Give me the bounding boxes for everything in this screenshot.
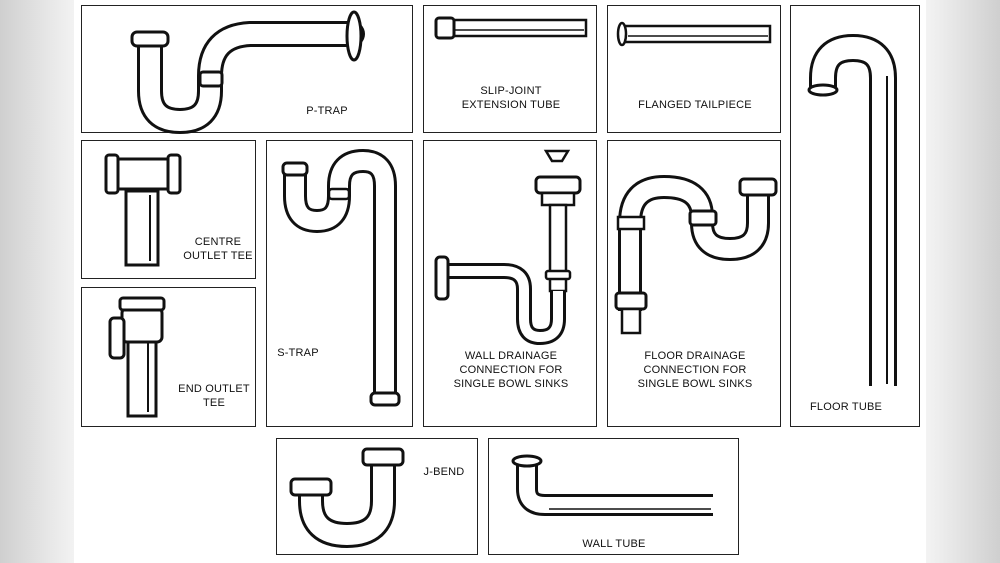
panel-p-trap: P-TRAP (81, 5, 413, 134)
panel-floor-drainage-connection: FLOOR DRAINAGE CONNECTION FOR SINGLE BOW… (607, 140, 781, 427)
floor-tube-illustration (807, 33, 897, 386)
p-trap-label: P-TRAP (306, 105, 348, 117)
panel-wall-drainage-connection: WALL DRAINAGE CONNECTION FOR SINGLE BOWL… (423, 140, 597, 427)
panel-flanged-tailpiece: FLANGED TAILPIECE (607, 5, 781, 133)
s-trap-label: S-TRAP (277, 347, 319, 359)
flanged-tailpiece-label: FLANGED TAILPIECE (638, 99, 752, 111)
p-trap-illustration (130, 10, 365, 134)
end-outlet-tee-label: END OUTLET TEE (178, 383, 250, 409)
centre-outlet-tee-illustration (104, 153, 182, 267)
j-bend-label: J-BEND (423, 466, 465, 478)
wall-drainage-illustration (434, 149, 582, 346)
panel-centre-outlet-tee: CENTRE OUTLET TEE (81, 140, 256, 279)
wall-tube-label: WALL TUBE (582, 538, 646, 550)
wall-drainage-label: WALL DRAINAGE CONNECTION FOR SINGLE BOWL… (453, 350, 569, 390)
right-blur-border (924, 0, 1000, 563)
slip-joint-illustration (434, 16, 588, 40)
slip-joint-label: SLIP-JOINT EXTENSION TUBE (461, 85, 561, 111)
left-blur-border (0, 0, 78, 563)
panel-j-bend: J-BEND (276, 438, 478, 555)
panel-slip-joint-extension-tube: SLIP-JOINT EXTENSION TUBE (423, 5, 597, 133)
end-outlet-tee-illustration (108, 296, 166, 418)
floor-tube-label: FLOOR TUBE (809, 401, 883, 413)
centre-outlet-tee-label: CENTRE OUTLET TEE (183, 236, 253, 262)
floor-drainage-illustration (614, 174, 778, 335)
s-trap-illustration (281, 148, 401, 407)
wall-tube-illustration (511, 454, 713, 516)
floor-drainage-label: FLOOR DRAINAGE CONNECTION FOR SINGLE BOW… (637, 350, 753, 390)
panel-end-outlet-tee: END OUTLET TEE (81, 287, 256, 427)
panel-s-trap: S-TRAP (266, 140, 413, 427)
panel-floor-tube: FLOOR TUBE (790, 5, 920, 427)
panel-wall-tube: WALL TUBE (488, 438, 739, 555)
j-bend-illustration (289, 447, 405, 549)
flanged-tailpiece-illustration (616, 21, 772, 47)
